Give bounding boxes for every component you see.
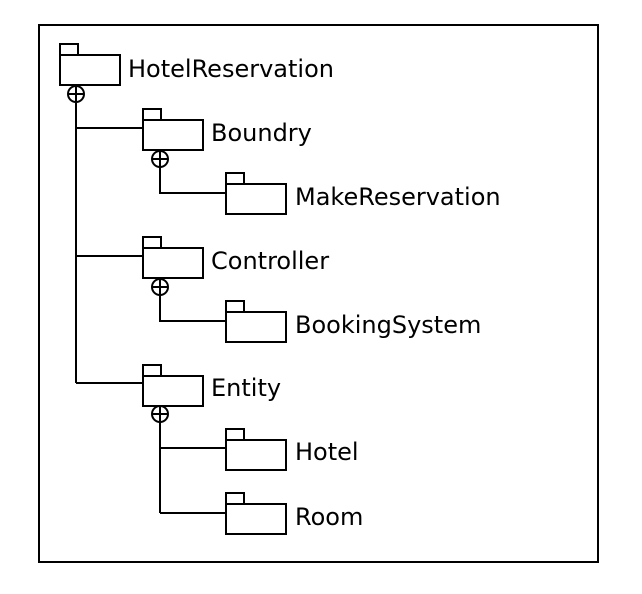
package-label-room: Room (295, 503, 363, 531)
tree-connectors (75, 103, 226, 514)
package-boundry: Boundry (142, 108, 312, 168)
package-hotel-reservation: HotelReservation (59, 43, 334, 103)
package-booking-system: BookingSystem (225, 300, 481, 343)
package-room: Room (225, 492, 363, 535)
package-hotel: Hotel (225, 428, 359, 471)
diagram-frame (38, 24, 599, 563)
package-label-entity: Entity (211, 374, 281, 402)
package-label-hotel-reservation: HotelReservation (128, 55, 334, 83)
folder-icon (142, 236, 204, 279)
package-label-make-reservation: MakeReservation (295, 183, 501, 211)
package-label-hotel: Hotel (295, 438, 359, 466)
package-controller: Controller (142, 236, 329, 296)
folder-icon (225, 492, 287, 535)
folder-icon (142, 364, 204, 407)
package-entity: Entity (142, 364, 281, 423)
package-label-controller: Controller (211, 247, 329, 275)
folder-icon (225, 172, 287, 215)
package-label-boundry: Boundry (211, 119, 312, 147)
folder-icon (59, 43, 121, 86)
package-make-reservation: MakeReservation (225, 172, 501, 215)
folder-icon (142, 108, 204, 151)
folder-icon (225, 428, 287, 471)
folder-icon (225, 300, 287, 343)
package-label-booking-system: BookingSystem (295, 311, 481, 339)
